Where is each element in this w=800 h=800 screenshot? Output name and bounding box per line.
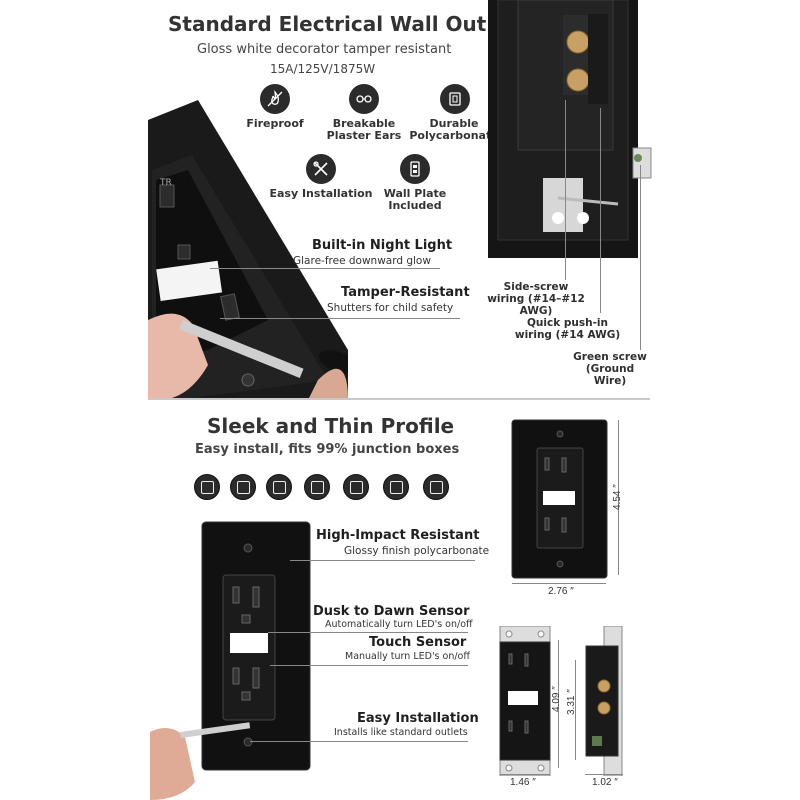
depth-dim-line [585, 774, 623, 775]
width-dim-line [512, 583, 606, 584]
tools-icon [306, 154, 336, 184]
junction-box-3-icon [266, 474, 292, 500]
rec-inner-dim: 3.31 ″ [566, 689, 577, 715]
rec-inner-dim-line [575, 660, 576, 760]
rec-height-dim: 4.09 ″ [551, 686, 562, 712]
tamper-sub: Shutters for child safety [327, 302, 454, 314]
fireproof-icon [260, 84, 290, 114]
height-dim: 4.54 ″ [612, 484, 623, 510]
dusk-sub: Automatically turn LED's on/off [325, 619, 473, 630]
junction-box-7-icon [423, 474, 449, 500]
junction-box-1-icon [194, 474, 220, 500]
junction-box-2-icon [230, 474, 256, 500]
bottom-title: Sleek and Thin Profile [207, 414, 455, 438]
dusk-line [268, 632, 468, 633]
plaster-ears-icon [349, 84, 379, 114]
push-in-leader [600, 108, 601, 313]
bottom-subtitle: Easy install, fits 99% junction boxes [195, 442, 460, 457]
touch-line [270, 665, 468, 666]
easy-installation-label: Easy Installation [269, 187, 373, 200]
high-impact-line [290, 560, 475, 561]
top-spec: 15A/125V/1875W [270, 62, 376, 76]
easy-title: Easy Installation [357, 711, 479, 726]
junction-box-4-icon [304, 474, 330, 500]
tilted-outlet-photo [148, 100, 348, 400]
plaster-ears-label: Breakable Plaster Ears [326, 117, 402, 142]
touch-title: Touch Sensor [369, 635, 467, 650]
rec-width-dim-line [500, 774, 550, 775]
junction-box-6-icon [383, 474, 409, 500]
ground-leader [640, 165, 641, 350]
high-impact-sub: Glossy finish polycarbonate [344, 545, 490, 557]
rec-width-dim: 1.46 ″ [510, 777, 536, 788]
dusk-title: Dusk to Dawn Sensor [313, 604, 470, 619]
receptacle-front-drawing [499, 626, 551, 776]
height-dim-line [618, 420, 619, 575]
easy-line [250, 741, 468, 742]
side-screw-leader [565, 100, 566, 280]
easy-sub: Installs like standard outlets [334, 727, 468, 738]
depth-dim: 1.02 ″ [592, 777, 618, 788]
top-subtitle: Gloss white decorator tamper resistant [197, 42, 452, 57]
junction-box-5-icon [343, 474, 369, 500]
section-divider [150, 398, 650, 400]
tamper-callout-line [220, 318, 460, 319]
receptacle-side-drawing [585, 626, 623, 776]
front-outlet-photo [201, 521, 311, 771]
rec-height-dim-line [558, 640, 559, 768]
green-screw-label: Green screw (Ground Wire) [573, 351, 647, 387]
top-title: Standard Electrical Wall Outlet [168, 12, 517, 36]
wall-plate-icon [400, 154, 430, 184]
outlet-tr-mark: TR [160, 178, 172, 188]
night-light-sub: Glare-free downward glow [293, 255, 431, 267]
width-dim: 2.76 ″ [548, 586, 574, 597]
night-light-callout-line [210, 268, 440, 269]
side-screw-label: Side-screw wiring (#14–#12 AWG) [487, 281, 585, 317]
hand-screwdriver-photo [150, 722, 251, 800]
polycarbonate-icon [440, 84, 470, 114]
side-outlet-photo [488, 0, 652, 258]
fireproof-label: Fireproof [246, 117, 304, 130]
polycarbonate-label: Durable Polycarbonate [409, 117, 499, 142]
night-light-title: Built-in Night Light [312, 238, 453, 253]
tamper-title: Tamper-Resistant [341, 285, 470, 300]
plate-dimension-drawing [511, 419, 608, 579]
high-impact-title: High-Impact Resistant [316, 528, 480, 543]
push-in-label: Quick push-in wiring (#14 AWG) [514, 317, 621, 341]
wall-plate-label: Wall Plate Included [383, 187, 447, 212]
touch-sub: Manually turn LED's on/off [345, 651, 470, 662]
